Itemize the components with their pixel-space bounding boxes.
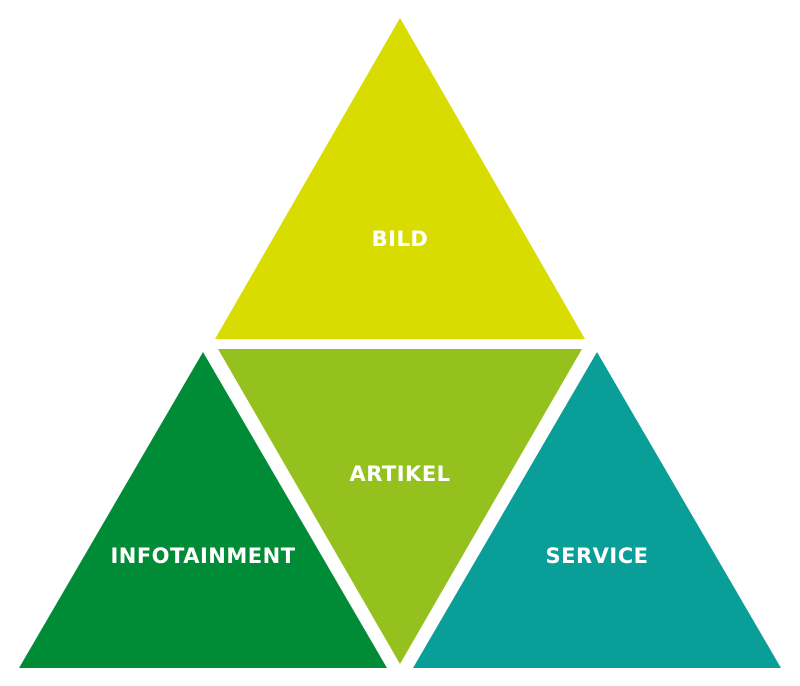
- segment-right-shape: [413, 352, 781, 668]
- segment-center: ARTIKEL: [218, 349, 582, 664]
- segment-top-label: BILD: [372, 227, 429, 251]
- segment-left-label: INFOTAINMENT: [110, 544, 295, 568]
- segment-center-label: ARTIKEL: [349, 462, 450, 486]
- segment-right: SERVICE: [413, 352, 781, 668]
- segment-right-label: SERVICE: [546, 544, 649, 568]
- segment-top: BILD: [215, 18, 585, 339]
- segment-left: INFOTAINMENT: [19, 352, 387, 668]
- segment-top-shape: [215, 18, 585, 339]
- segment-center-shape: [218, 349, 582, 664]
- segment-left-shape: [19, 352, 387, 668]
